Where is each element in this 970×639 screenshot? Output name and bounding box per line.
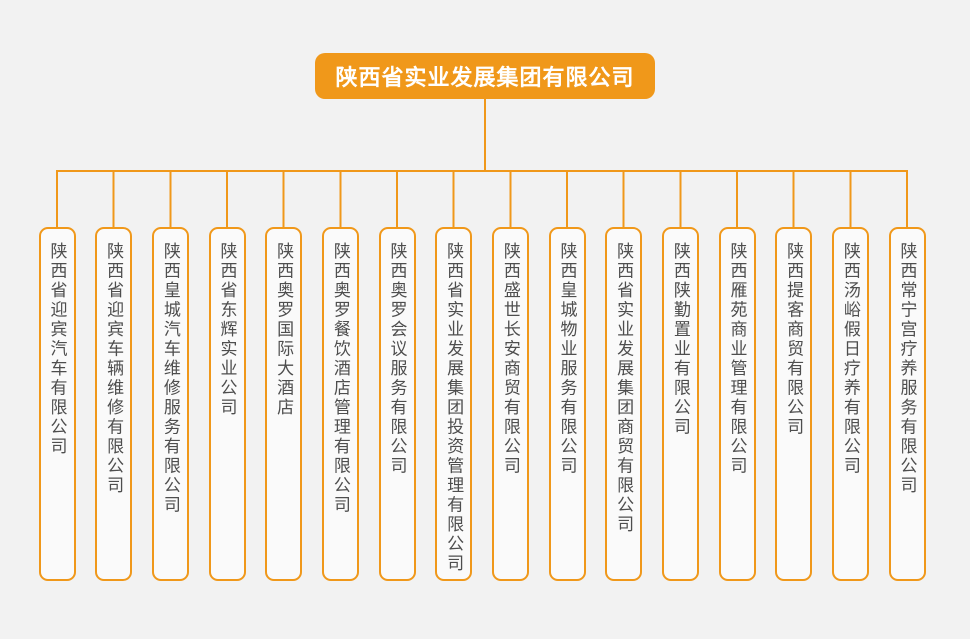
company-node: 陕西盛世长安商贸有限公司	[491, 227, 529, 581]
company-label: 陕西省东辉实业公司	[217, 242, 237, 418]
company-label: 陕西皇城汽车维修服务有限公司	[160, 242, 180, 515]
company-label: 陕西陕勤置业有限公司	[670, 242, 690, 437]
company-label: 陕西省迎宾车辆维修有限公司	[104, 242, 124, 496]
company-node: 陕西省迎宾汽车有限公司	[38, 227, 76, 581]
company-label: 陕西盛世长安商贸有限公司	[500, 242, 520, 476]
company-label: 陕西皇城物业服务有限公司	[557, 242, 577, 476]
company-node: 陕西奥罗国际大酒店	[265, 227, 303, 581]
company-node: 陕西常宁宫疗养服务有限公司	[888, 227, 926, 581]
company-label: 陕西常宁宫疗养服务有限公司	[897, 242, 917, 496]
company-label: 陕西雁苑商业管理有限公司	[727, 242, 747, 476]
root-company-label: 陕西省实业发展集团有限公司	[335, 65, 635, 90]
company-node: 陕西省东辉实业公司	[208, 227, 246, 581]
company-node: 陕西省实业发展集团投资管理有限公司	[435, 227, 473, 581]
company-node: 陕西省迎宾车辆维修有限公司	[95, 227, 133, 581]
company-node: 陕西提客商贸有限公司	[775, 227, 813, 581]
company-label: 陕西省实业发展集团投资管理有限公司	[444, 242, 464, 574]
company-node: 陕西雁苑商业管理有限公司	[718, 227, 756, 581]
company-node: 陕西皇城物业服务有限公司	[548, 227, 586, 581]
root-company-node: 陕西省实业发展集团有限公司	[315, 53, 655, 99]
company-node: 陕西汤峪假日疗养有限公司	[831, 227, 869, 581]
company-node: 陕西奥罗会议服务有限公司	[378, 227, 416, 581]
company-label: 陕西提客商贸有限公司	[784, 242, 804, 437]
company-node: 陕西陕勤置业有限公司	[661, 227, 699, 581]
company-label: 陕西省迎宾汽车有限公司	[47, 242, 67, 457]
company-label: 陕西省实业发展集团商贸有限公司	[614, 242, 634, 535]
company-node: 陕西皇城汽车维修服务有限公司	[151, 227, 189, 581]
company-label: 陕西奥罗餐饮酒店管理有限公司	[330, 242, 350, 515]
company-label: 陕西奥罗会议服务有限公司	[387, 242, 407, 476]
company-node: 陕西奥罗餐饮酒店管理有限公司	[321, 227, 359, 581]
company-node: 陕西省实业发展集团商贸有限公司	[605, 227, 643, 581]
company-label: 陕西奥罗国际大酒店	[274, 242, 294, 418]
company-label: 陕西汤峪假日疗养有限公司	[840, 242, 860, 476]
